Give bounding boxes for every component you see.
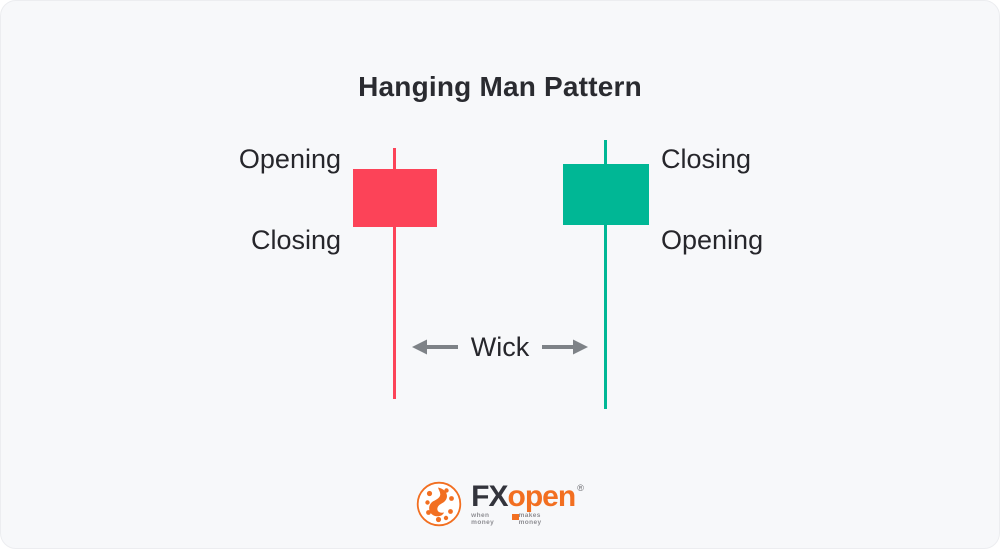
bearish-opening-label: Opening — [238, 144, 341, 174]
bullish-candle-wick — [604, 140, 607, 409]
brand-open-text: open — [507, 479, 577, 513]
tagline-right-text: makes money — [518, 511, 542, 526]
fxopen-tagline: when money makes money — [471, 512, 563, 526]
page-title: Hanging Man Pattern — [358, 71, 642, 102]
bearish-closing-label: Closing — [250, 225, 341, 255]
wick-annotation: Wick — [1, 332, 999, 362]
bearish-candle-body — [353, 169, 437, 227]
fxopen-lion-emblem-icon — [416, 481, 462, 527]
tagline-left-text: when money — [471, 511, 495, 526]
bullish-opening-label: Opening — [661, 225, 764, 255]
arrow-left-icon — [411, 339, 458, 355]
tagline-square-icon — [511, 514, 519, 520]
bullish-candle-body — [563, 164, 649, 225]
bullish-closing-label: Closing — [661, 144, 752, 174]
arrow-right-icon — [542, 339, 589, 355]
wick-label: Wick — [470, 332, 530, 362]
bearish-candle-wick — [393, 148, 396, 399]
brand-fx-text: FX — [471, 479, 508, 513]
registered-trademark-icon: ® — [577, 482, 584, 493]
